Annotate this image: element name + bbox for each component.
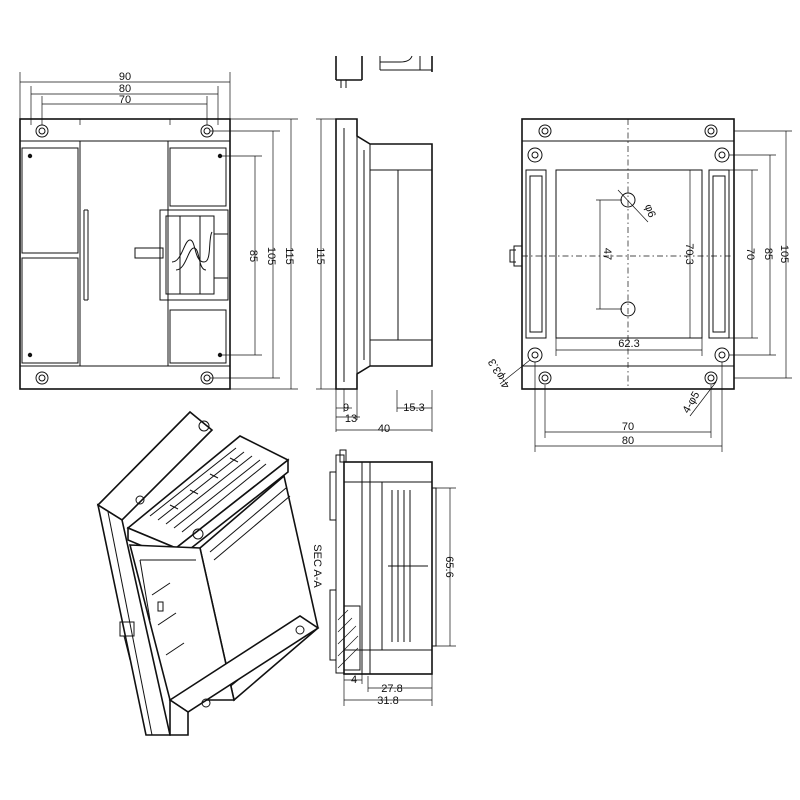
dim-height-inner: 85 <box>247 250 259 262</box>
front-mount-hole-inner <box>38 374 46 382</box>
dim-width-inner: 70 <box>119 94 131 106</box>
dim-back-height-outer: 105 <box>778 245 790 263</box>
din-clip <box>134 209 229 301</box>
dim-slot-holes: 4-φ5 <box>680 390 702 416</box>
back-mount-hole <box>714 147 730 163</box>
dim-height-outer: 115 <box>283 247 295 265</box>
front-small-hole <box>217 153 223 159</box>
dim-inner-width: 62.3 <box>618 338 639 350</box>
side-outline <box>335 118 433 390</box>
side-view: 115 9 13 15.3 40 <box>314 118 433 435</box>
dim-width-outer: 90 <box>119 71 131 83</box>
dim-hole-dia: φ6 <box>642 203 658 220</box>
back-inner-frame <box>555 169 703 339</box>
front-bottom-flange <box>19 365 231 390</box>
dim-width-mid: 80 <box>119 83 131 95</box>
back-slot-hole <box>538 371 552 385</box>
dim-inner-height: 70.3 <box>683 243 695 264</box>
dim-back-height-mid: 85 <box>762 248 774 260</box>
dim-step: 15.3 <box>403 402 424 414</box>
front-small-hole <box>27 153 33 159</box>
back-mount-hole <box>714 347 730 363</box>
front-right-panel-bottom <box>169 309 227 364</box>
front-small-hole <box>217 352 223 358</box>
front-left-panel-top <box>21 147 79 254</box>
front-mount-hole <box>35 371 49 385</box>
dim-mount-holes: 4-φ3.3 <box>486 357 513 391</box>
section-body <box>343 461 433 675</box>
front-view: 90 80 70 85 105 115 <box>19 71 298 390</box>
back-mount-hole <box>527 147 543 163</box>
front-left-panel-bottom <box>21 257 79 364</box>
section-label: SEC A-A <box>311 544 323 588</box>
front-small-hole <box>27 352 33 358</box>
back-slot-hole <box>538 124 552 138</box>
iso-side-face <box>128 544 235 701</box>
dim-depth: 40 <box>378 423 390 435</box>
front-right-dims: 85 105 115 <box>210 118 298 390</box>
dim-section-depth-inner: 27.8 <box>381 683 402 695</box>
section-view: SEC A-A 65.6 4 <box>311 449 456 707</box>
front-mount-hole-inner <box>38 127 46 135</box>
back-slot-hole <box>704 124 718 138</box>
front-top-dims: 90 80 70 <box>19 71 231 125</box>
dim-section-wall: 4 <box>351 674 357 686</box>
back-mount-hole <box>527 347 543 363</box>
front-mount-hole <box>35 124 49 138</box>
front-right-panel-top <box>169 147 227 207</box>
dim-back-width-inner: 70 <box>622 421 634 433</box>
front-top-flange <box>19 118 231 142</box>
dim-back-width-outer: 80 <box>622 435 634 447</box>
dim-rail-a: 9 <box>343 402 349 414</box>
dim-hole-spacing: 47 <box>601 248 613 260</box>
back-slot-hole <box>704 371 718 385</box>
front-mount-hole-inner <box>203 374 211 382</box>
dim-rail-b: 13 <box>345 413 357 425</box>
top-partial-view <box>335 55 433 88</box>
isometric-view <box>96 410 320 736</box>
dim-height-mid: 105 <box>265 247 277 265</box>
front-mount-hole-inner <box>203 127 211 135</box>
dim-section-depth-outer: 31.8 <box>377 695 398 707</box>
dim-side-height: 115 <box>314 247 326 265</box>
dim-section-height: 65.6 <box>443 556 455 577</box>
back-view: 47 φ6 70.3 62.3 70 85 105 4-φ3.3 4-φ5 <box>486 118 792 452</box>
dim-back-height-inner: 70 <box>744 248 756 260</box>
